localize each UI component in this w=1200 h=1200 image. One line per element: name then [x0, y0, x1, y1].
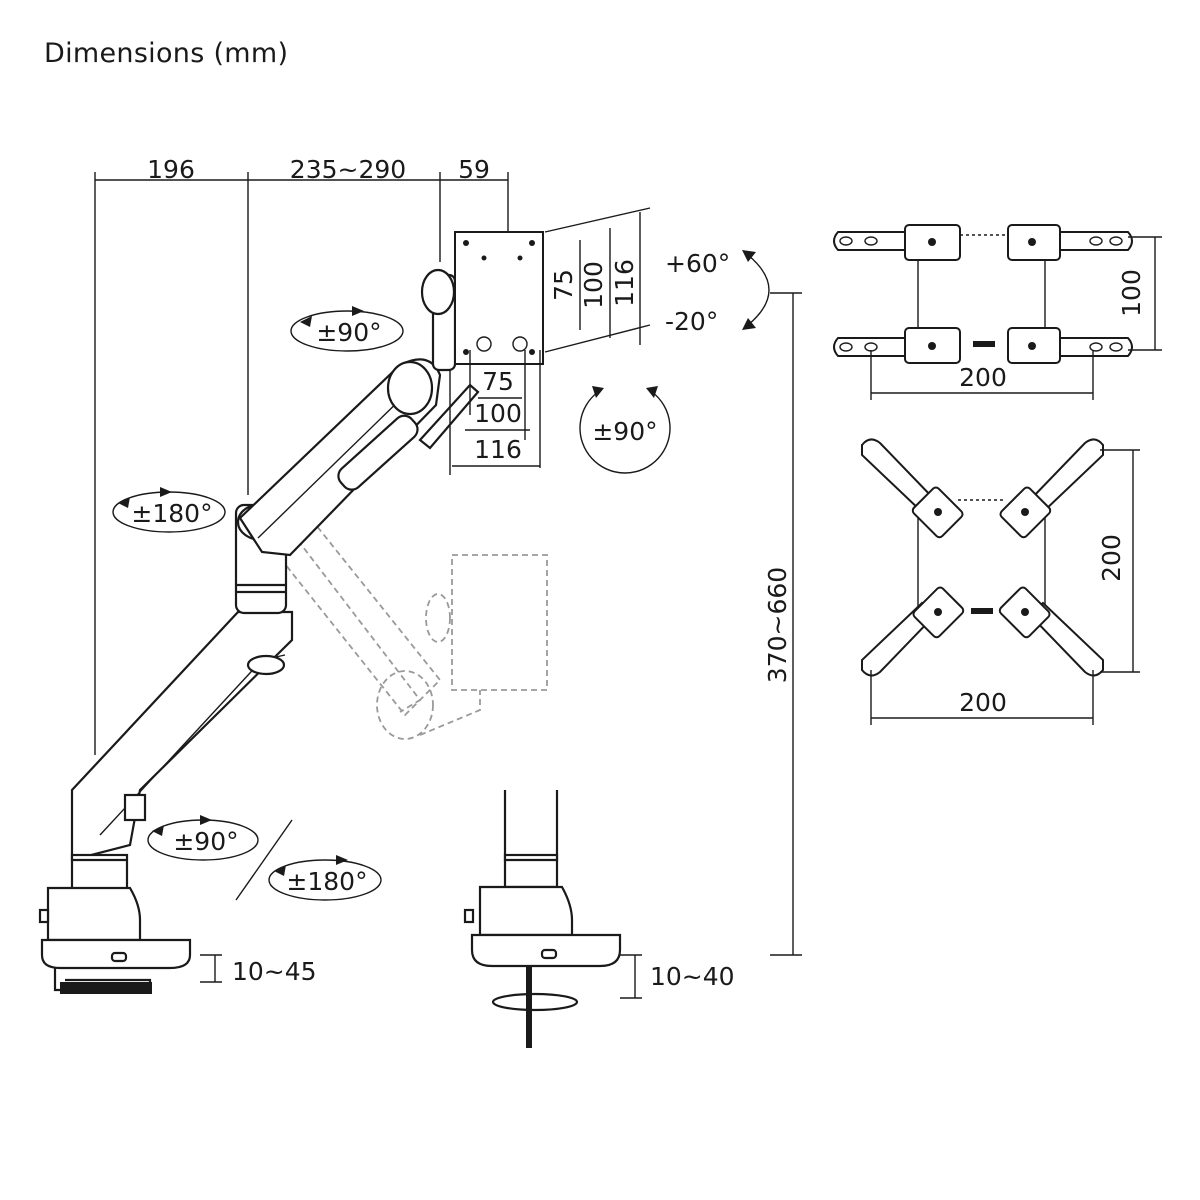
vesa-height-100-label: 100 — [579, 261, 608, 309]
vesa-width-100-label: 100 — [474, 399, 522, 428]
head-swivel-label: ±90° — [316, 318, 381, 347]
vesa-width-116-label: 116 — [474, 435, 522, 464]
vesa-adapter-large — [861, 438, 1140, 725]
arm-reach-235-290-label: 235~290 — [290, 155, 406, 184]
elbow-swivel-indicator — [112, 487, 226, 533]
base-swivel-label: ±180° — [286, 867, 367, 896]
upper-arm — [238, 358, 480, 557]
tilt-indicator — [742, 250, 770, 330]
elbow-swivel-label: ±180° — [131, 499, 212, 528]
height-dimension — [770, 292, 802, 956]
base-swivel-indicator — [268, 855, 382, 901]
divider-slash — [235, 819, 293, 901]
reach-dimension-lines — [94, 172, 509, 755]
vesa-head — [420, 231, 544, 372]
screen-rotate-indicator — [579, 386, 671, 474]
head-swivel-indicator — [290, 306, 404, 352]
grommet-range-dims — [620, 954, 642, 999]
lower-arm — [70, 610, 294, 862]
adapter-small-width-label: 200 — [959, 363, 1007, 392]
adapter-large-height-label: 200 — [1097, 534, 1126, 582]
clamp-range-dims — [200, 954, 222, 983]
tilt-up-label: +60° — [665, 249, 730, 278]
vesa-height-116-label: 116 — [610, 259, 639, 307]
screen-rotate-label: ±90° — [592, 417, 657, 446]
base-arm-swivel-indicator — [147, 815, 259, 861]
page-title: Dimensions (mm) — [44, 38, 289, 69]
grommet-range-label: 10~40 — [650, 962, 735, 991]
vesa-horizontal-dims — [449, 350, 541, 475]
adapter-small-height-label: 100 — [1117, 269, 1146, 317]
head-depth-59-label: 59 — [458, 155, 490, 184]
clamp-range-label: 10~45 — [232, 957, 317, 986]
height-range-label: 370~660 — [763, 567, 792, 683]
clamp-base — [38, 853, 192, 994]
vesa-vertical-dims — [544, 207, 651, 353]
arm-reach-196-label: 196 — [147, 155, 195, 184]
vesa-plate — [454, 231, 544, 365]
base-arm-swivel-label: ±90° — [173, 827, 238, 856]
vesa-adapter-small — [833, 224, 1162, 400]
grommet-base — [463, 790, 622, 1048]
vesa-height-75-label: 75 — [549, 269, 578, 301]
tilt-down-label: -20° — [665, 307, 718, 336]
adapter-large-width-label: 200 — [959, 688, 1007, 717]
vesa-width-75-label: 75 — [482, 367, 514, 396]
